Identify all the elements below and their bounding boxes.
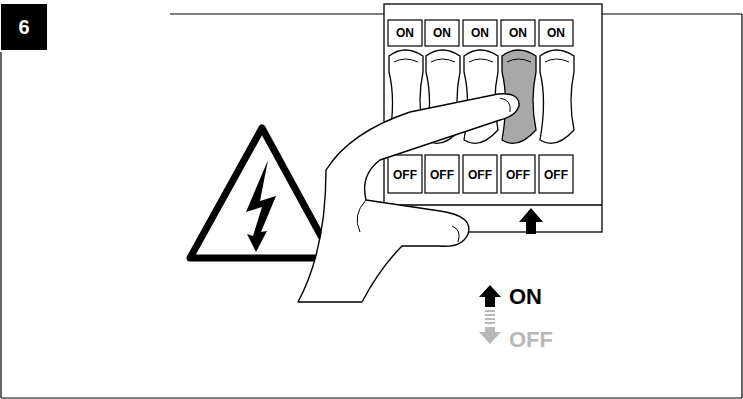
off-mark: OFF: [468, 169, 492, 181]
off-mark: OFF: [393, 169, 417, 181]
breaker: [539, 20, 574, 193]
off-mark: OFF: [544, 169, 568, 181]
on-mark: ON: [396, 27, 414, 39]
on-mark: ON: [433, 27, 451, 39]
on-off-arrows: [479, 285, 501, 344]
on-mark: ON: [547, 27, 565, 39]
warning-symbol: [190, 128, 333, 258]
on-legend: ON: [509, 286, 542, 308]
frame: [1, 14, 742, 398]
hand: [298, 94, 519, 302]
off-mark: OFF: [430, 169, 454, 181]
off-legend: OFF: [509, 329, 553, 351]
on-mark: ON: [509, 27, 527, 39]
breaker: [388, 20, 423, 193]
off-mark: OFF: [506, 169, 530, 181]
step-number: 6: [18, 16, 29, 39]
step-number-box: 6: [1, 4, 47, 50]
on-mark: ON: [471, 27, 489, 39]
